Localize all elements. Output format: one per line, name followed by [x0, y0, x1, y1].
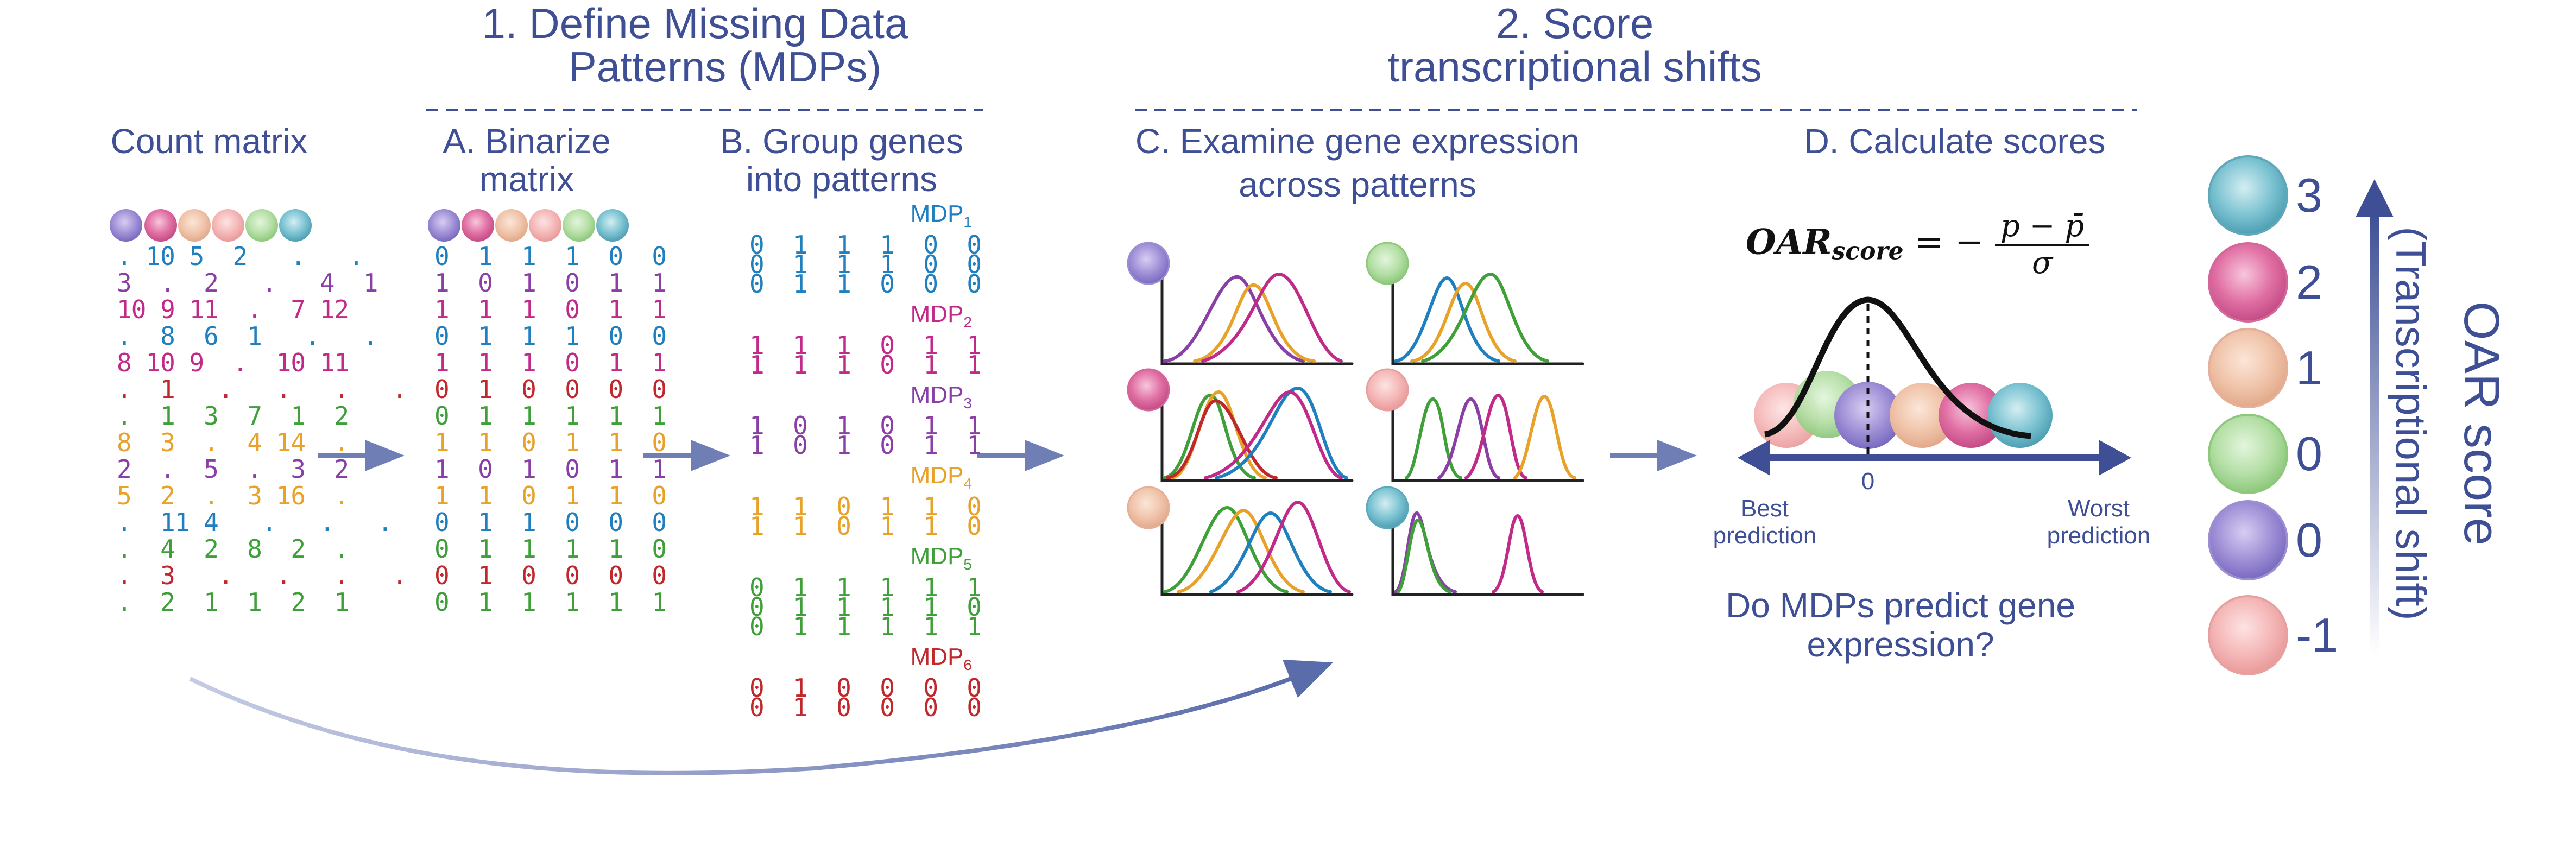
binary-matrix-row: 1 1 1 0 1 1 — [434, 295, 667, 324]
examine-title-line1: C. Examine gene expression — [1135, 122, 1580, 161]
count-matrix-row: . 11 4 . . . — [117, 508, 393, 537]
pattern-row: 1 1 0 1 1 0 — [749, 492, 982, 522]
binary-matrix-row: 1 1 1 0 1 1 — [434, 348, 667, 377]
pattern-row: 0 1 1 1 1 0 — [749, 592, 982, 622]
best-prediction-line2: prediction — [1713, 522, 1817, 549]
pattern-row: 0 1 1 1 1 1 — [749, 572, 982, 602]
worst-prediction-line1: Worst — [2067, 495, 2130, 522]
worst-prediction-line2: prediction — [2047, 522, 2151, 549]
count-matrix-row: . 1 . . . . — [117, 375, 407, 404]
pattern-row: 0 1 1 1 1 1 — [749, 611, 982, 641]
oar-rank-value: 0 — [2296, 513, 2322, 567]
pattern-row: 0 1 0 0 0 0 — [749, 692, 982, 722]
pattern-row: 1 1 0 1 1 0 — [749, 511, 982, 541]
count-matrix-row: . 10 5 2 . . — [117, 242, 364, 271]
binarize-title-line1: A. Binarize — [443, 122, 611, 161]
pattern-row: 0 1 1 1 0 0 — [749, 230, 982, 260]
group-genes-title-line1: B. Group genes — [719, 122, 964, 161]
pattern-label: MDP5 — [910, 543, 972, 573]
pattern-row: 1 0 1 0 1 1 — [749, 431, 982, 460]
oar-rank-value: 3 — [2296, 168, 2322, 222]
pattern-row: 1 1 1 0 1 1 — [749, 350, 982, 380]
binary-matrix-row: 0 1 0 0 0 0 — [434, 375, 667, 404]
binary-matrix-row: 0 1 1 1 1 1 — [434, 587, 667, 617]
pattern-label: MDP6 — [910, 643, 972, 673]
score-distribution — [1738, 296, 2131, 476]
binary-matrix-row: 1 1 0 1 1 0 — [434, 428, 667, 457]
calculate-title: D. Calculate scores — [1804, 122, 2106, 161]
binary-matrix-row: 0 1 1 1 0 0 — [434, 242, 667, 271]
binary-matrix-row: 0 1 1 1 1 0 — [434, 534, 667, 564]
binarize-title-line2: matrix — [479, 160, 574, 199]
density-plots — [1160, 251, 1584, 596]
flow-arrows — [318, 440, 1697, 471]
pattern-label: MDP4 — [910, 462, 972, 492]
oar-scale — [2208, 155, 2394, 675]
pattern-row: 0 1 1 1 0 0 — [749, 249, 982, 279]
skip-arrow — [189, 674, 1299, 775]
binary-matrix-row: 0 1 1 0 0 0 — [434, 508, 667, 537]
pattern-row: 1 1 1 0 1 1 — [749, 330, 982, 360]
binary-matrix-cell-icons — [428, 209, 629, 242]
pattern-label: MDP2 — [910, 300, 972, 331]
pattern-label: MDP3 — [910, 381, 972, 412]
binary-matrix-row: 1 0 1 0 1 1 — [434, 268, 667, 298]
oar-rank-value: 2 — [2296, 255, 2322, 309]
count-matrix-cell-icons — [110, 209, 312, 242]
section1-title-line2: Patterns (MDPs) — [568, 43, 882, 91]
binary-matrix-row: 1 0 1 0 1 1 — [434, 454, 667, 484]
pattern-row: 0 1 1 0 0 0 — [749, 269, 982, 299]
examine-title-line2: across patterns — [1239, 165, 1476, 204]
count-matrix-row: . 4 2 8 2 . — [117, 534, 349, 564]
count-matrix-row: 5 2 . 3 16 . — [117, 481, 349, 510]
count-matrix-row: 2 . 5 . 3 2 — [117, 454, 349, 484]
binary-matrix-row: 0 1 1 1 0 0 — [434, 321, 667, 351]
count-matrix-title: Count matrix — [110, 122, 308, 161]
density-plot-cell-icons — [1127, 242, 1409, 529]
binary-matrix-row: 1 1 0 1 1 0 — [434, 481, 667, 510]
section2-title-line1: 2. Score — [1495, 0, 1654, 47]
count-matrix-row: . 8 6 1 . . — [117, 321, 378, 351]
oar-rank-value: 1 — [2296, 341, 2322, 395]
question-line2: expression? — [1807, 625, 1994, 664]
count-matrix-row: . 3 . . . . — [117, 561, 407, 590]
section2-title-line2: transcriptional shifts — [1387, 43, 1762, 91]
oar-scale-title: OAR score — [2454, 301, 2509, 546]
pattern-row: 0 1 0 0 0 0 — [749, 673, 982, 703]
oar-formula: OARscore = − p − p̄ σ — [1746, 209, 2090, 281]
axis-zero-label: 0 — [1861, 468, 1875, 495]
oar-rank-value: -1 — [2296, 608, 2339, 662]
pattern-row: 1 0 1 0 1 1 — [749, 411, 982, 441]
binary-matrix-row: 0 1 0 0 0 0 — [434, 561, 667, 590]
count-matrix-row: 10 9 11 . 7 12 — [117, 295, 349, 324]
count-matrix-row: 8 10 9 . 10 11 — [117, 348, 349, 377]
count-matrix-row: . 2 1 1 2 1 — [117, 587, 349, 617]
best-prediction-line1: Best — [1740, 495, 1789, 522]
binary-matrix-row: 0 1 1 1 1 1 — [434, 401, 667, 431]
question-line1: Do MDPs predict gene — [1726, 586, 2075, 625]
count-matrix-row: . 1 3 7 1 2 — [117, 401, 349, 431]
oar-scale-subtitle: (Transcriptional shift) — [2387, 226, 2435, 621]
pattern-label: MDP1 — [910, 200, 972, 230]
section1-title-line1: 1. Define Missing Data — [482, 0, 908, 47]
oar-rank-value: 0 — [2296, 427, 2322, 481]
count-matrix-row: 8 3 . 4 14 . — [117, 428, 349, 457]
count-matrix-row: 3 . 2 . 4 1 — [117, 268, 378, 298]
group-genes-title-line2: into patterns — [746, 160, 938, 199]
